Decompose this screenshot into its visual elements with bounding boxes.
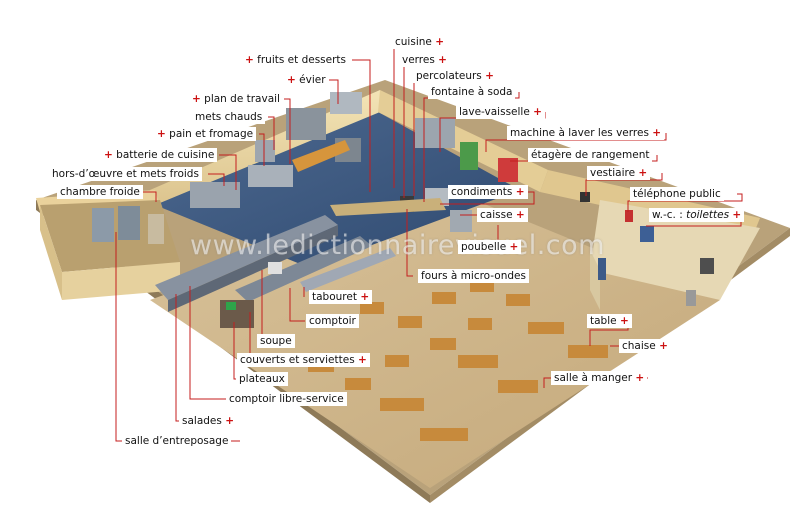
label-text: téléphone public: [633, 188, 721, 200]
plus-icon: +: [635, 372, 645, 384]
label-text: w.-c. :: [652, 209, 687, 221]
label-evier[interactable]: + évier: [284, 73, 329, 87]
label-text: verres: [402, 54, 435, 66]
label-pain-et-fromage[interactable]: + pain et fromage: [154, 127, 257, 141]
label-telephone-public[interactable]: téléphone public: [630, 187, 724, 201]
label-lave-vaisselle[interactable]: lave-vaisselle +: [456, 105, 545, 119]
label-text: salle d’entreposage: [125, 435, 229, 447]
plus-icon: +: [104, 149, 113, 161]
label-text: plan de travail: [204, 93, 280, 105]
kitchen-floor: [155, 112, 520, 268]
label-text: table: [590, 315, 617, 327]
label-text: tabouret: [312, 291, 357, 303]
label-table[interactable]: table +: [587, 314, 632, 328]
label-fours-a-micro-ondes[interactable]: fours à micro-ondes: [418, 269, 529, 283]
plus-icon: +: [533, 106, 542, 118]
label-text: fruits et desserts: [257, 54, 347, 66]
serving-counters: [155, 198, 446, 328]
plus-icon: +: [360, 291, 370, 303]
plus-icon: +: [515, 209, 525, 221]
label-text: percolateurs: [416, 70, 482, 82]
label-verres[interactable]: verres +: [399, 53, 450, 67]
plus-icon: +: [659, 340, 668, 352]
label-soupe[interactable]: soupe: [257, 334, 295, 348]
label-poubelle[interactable]: poubelle +: [458, 240, 522, 254]
label-mets-chauds[interactable]: mets chauds: [192, 110, 266, 124]
label-text: cuisine: [395, 36, 432, 48]
label-text: salle à manger: [554, 372, 633, 384]
label-text: pain et fromage: [169, 128, 254, 140]
label-fontaine-a-soda[interactable]: fontaine à soda: [428, 85, 516, 99]
plus-icon: +: [515, 186, 525, 198]
label-percolateurs[interactable]: percolateurs +: [413, 69, 497, 83]
label-text: fontaine à soda: [431, 86, 513, 98]
plus-icon: +: [638, 167, 648, 179]
plus-icon: +: [619, 315, 629, 327]
label-text: lave-vaisselle: [459, 106, 530, 118]
label-chaise[interactable]: chaise +: [619, 339, 671, 353]
label-condiments[interactable]: condiments +: [448, 185, 528, 199]
label-comptoir[interactable]: comptoir: [306, 314, 359, 328]
watermark-text: www.ledictionnairevisuel.com: [190, 230, 605, 261]
kitchen-equipment: [190, 92, 518, 232]
label-text: batterie de cuisine: [116, 149, 215, 161]
label-vestiaire[interactable]: vestiaire +: [587, 166, 651, 180]
label-cuisine[interactable]: cuisine +: [392, 35, 448, 49]
storage-rooms: [40, 200, 180, 300]
label-text: chambre froide: [60, 186, 140, 198]
plus-icon: +: [485, 70, 494, 82]
label-text: poubelle: [461, 241, 507, 253]
label-text: mets chauds: [195, 111, 263, 123]
label-text: machine à laver les verres: [510, 127, 649, 139]
label-salle-dentreposage[interactable]: salle d’entreposage: [122, 434, 232, 448]
label-text: hors-d’œuvre et mets froids: [52, 168, 199, 180]
label-couverts-et-serviettes[interactable]: couverts et serviettes +: [237, 353, 370, 367]
label-wc-toilettes[interactable]: w.-c. : toilettes +: [649, 208, 745, 222]
label-salle-a-manger[interactable]: salle à manger +: [551, 371, 648, 385]
right-rooms: [580, 192, 760, 310]
label-text: couverts et serviettes: [240, 354, 355, 366]
label-chambre-froide[interactable]: chambre froide: [57, 185, 143, 199]
label-text: fours à micro-ondes: [421, 270, 526, 282]
plus-icon: +: [192, 93, 201, 105]
plus-icon: +: [652, 127, 662, 139]
label-batterie-de-cuisine[interactable]: + batterie de cuisine: [101, 148, 218, 162]
label-text: condiments: [451, 186, 513, 198]
label-text: caisse: [480, 209, 513, 221]
plus-icon: +: [287, 74, 296, 86]
label-text: soupe: [260, 335, 292, 347]
label-etagere-de-rangement[interactable]: étagère de rangement: [528, 148, 653, 162]
label-hors-doeuvre-et-mets-froids[interactable]: hors-d’œuvre et mets froids: [49, 167, 202, 181]
plus-icon: +: [358, 354, 367, 366]
dining-tables: [308, 280, 608, 441]
label-text: comptoir: [309, 315, 356, 327]
plus-icon: +: [225, 415, 235, 427]
plus-icon: +: [732, 209, 742, 221]
label-machine-a-laver-les-verres[interactable]: machine à laver les verres +: [507, 126, 665, 140]
label-fruits-et-desserts[interactable]: + fruits et desserts: [242, 53, 350, 67]
label-text: chaise: [622, 340, 656, 352]
plus-icon: +: [157, 128, 166, 140]
label-text: évier: [299, 74, 326, 86]
label-comptoir-libre-service[interactable]: comptoir libre-service: [226, 392, 347, 406]
plus-icon: +: [245, 54, 254, 66]
label-text: plateaux: [239, 373, 285, 385]
label-text: étagère de rangement: [531, 149, 650, 161]
plus-icon: +: [435, 36, 445, 48]
plus-icon: +: [438, 54, 447, 66]
plus-icon: +: [509, 241, 519, 253]
label-text: vestiaire: [590, 167, 636, 179]
label-italic-text: toilettes: [686, 209, 730, 221]
label-plan-de-travail[interactable]: + plan de travail: [189, 92, 283, 106]
label-tabouret[interactable]: tabouret +: [309, 290, 373, 304]
label-text: salades: [182, 415, 222, 427]
label-text: comptoir libre-service: [229, 393, 344, 405]
label-salades[interactable]: salades +: [179, 414, 238, 428]
label-caisse[interactable]: caisse +: [477, 208, 528, 222]
label-plateaux[interactable]: plateaux: [236, 372, 288, 386]
